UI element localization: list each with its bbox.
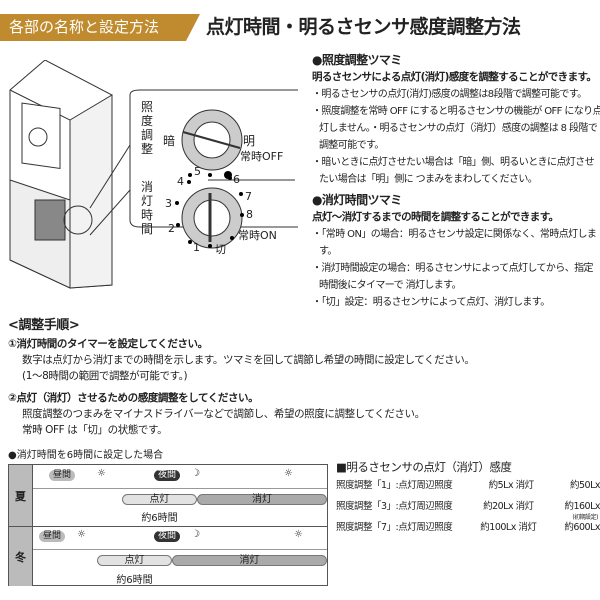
- moon-icon: ☽: [191, 468, 200, 479]
- section-heading: ●照度調整ツマミ: [312, 53, 402, 67]
- winter-label: 冬: [9, 526, 33, 586]
- sun-icon: ☼: [294, 529, 303, 540]
- day-badge: 昼間: [49, 470, 76, 481]
- dial-num-3: 3: [165, 197, 172, 210]
- sensitivity-row: 照度調整「1」:点灯周辺照度 約5Lx 消灯 約50Lx: [336, 479, 600, 492]
- off-label: 切: [215, 243, 226, 256]
- setting: 照度調整「7」:点灯周辺照度: [336, 522, 453, 533]
- day-badge: 昼間: [39, 531, 66, 542]
- dial-num-4: 4: [177, 175, 184, 188]
- device-illustration: [9, 60, 298, 289]
- on-bar: 点灯: [97, 555, 172, 566]
- bullet: ・照度調整を常時 OFF にすると明るさセンサの機能が OFF になり点灯しませ…: [312, 106, 600, 151]
- timer-dial: [181, 187, 243, 249]
- step-text: 照度調整のつまみをマイナスドライバーなどで調節し、希望の照度に調整してください。: [22, 408, 425, 420]
- sensitivity-heading: ■明るさセンサの点灯（消灯）感度: [336, 460, 512, 474]
- default-note: (初期設定): [572, 514, 598, 521]
- on-lux: 約5Lx 消灯: [488, 480, 534, 491]
- dial-num-2: 2: [168, 222, 175, 235]
- bright-label: 明: [243, 134, 256, 148]
- setting: 照度調整「1」:点灯周辺照度: [336, 480, 453, 491]
- step-text: 常時 OFF は「切」の状態です。: [22, 424, 168, 436]
- bullet: ・「常時 ON」の場合：明るさセンサ設定に関係なく、常時点灯します。: [312, 229, 597, 257]
- duration-label: 約6時間: [141, 513, 178, 524]
- dial-num-8: 8: [246, 208, 253, 221]
- sun-icon: ☼: [97, 468, 106, 479]
- on-bar: 点灯: [122, 494, 197, 505]
- sun-icon: ☼: [77, 529, 86, 540]
- timeline-grid: 夏 冬 昼間 ☼ 夜間 ☽ ☼ 点灯 消灯 約6時間 昼間 ☼ 夜間 ☽ ☼ 点…: [8, 464, 328, 586]
- lead-text: 明るさセンサによる点灯(消灯)感度を調整することができます。: [312, 71, 597, 83]
- timer-label: 消灯時間: [141, 180, 154, 236]
- dial-num-5: 5: [194, 165, 201, 178]
- dial-num-1: 1: [193, 241, 200, 254]
- step-title: ①消灯時間のタイマーを設定してください。: [8, 338, 208, 350]
- sensitivity-row: 照度調整「3」:点灯周辺照度 約20Lx 消灯 約160Lx (初期設定): [336, 500, 600, 521]
- setting: 照度調整「3」:点灯周辺照度: [336, 501, 453, 512]
- night-badge: 夜間: [154, 470, 181, 481]
- page-title: 点灯時間・明るさセンサ感度調整方法: [206, 16, 521, 38]
- bullet: ・明るさセンサの点灯(消灯)感度の調整は8段階で調整可能です。: [312, 89, 587, 100]
- off-lux: 約50Lx: [569, 480, 600, 491]
- brightness-knob-section: ●照度調整ツマミ 明るさセンサによる点灯(消灯)感度を調整することができます。 …: [312, 52, 600, 188]
- section-tag: 各部の名称と設定方法: [0, 14, 200, 41]
- off-lux: 約600Lx: [564, 522, 600, 533]
- step-text: 数字は点灯から消灯までの時間を示します。ツマミを回して調節し希望の時間に設定して…: [22, 354, 475, 366]
- procedure-heading: <調整手順>: [8, 318, 80, 333]
- step-text: (1〜8時間の範囲で調整が可能です。): [22, 370, 188, 382]
- brightness-dial: [181, 109, 243, 171]
- off-lux: 約160Lx: [564, 501, 600, 512]
- brightness-label: 照度調整: [141, 100, 154, 156]
- lead-text: 点灯〜消灯するまでの時間を調整することができます。: [312, 211, 559, 223]
- dial-num-7: 7: [245, 190, 252, 203]
- bullet: ・消灯時間設定の場合：明るさセンサによって点灯してから、指定時間後にタイマーで …: [312, 263, 594, 291]
- procedure-section: <調整手順> ①消灯時間のタイマーを設定してください。 数字は点灯から消灯までの…: [8, 318, 598, 438]
- off-bar: 消灯: [197, 494, 327, 505]
- bullet: ・暗いときに点灯させたい場合は「暗」側、明るいときに点灯させたい場合は「明」側に…: [312, 157, 595, 185]
- bullet: ・「切」設定：明るさセンサによって点灯、消灯します。: [312, 297, 550, 308]
- timeline-section: ●消灯時間を6時間に設定した場合 夏 冬 昼間 ☼ 夜間 ☽ ☼ 点灯 消灯 約…: [8, 446, 330, 586]
- on-lux: 約100Lx 消灯: [480, 522, 537, 533]
- always-on-label: 常時ON: [238, 229, 277, 242]
- timer-knob-section: ●消灯時間ツマミ 点灯〜消灯するまでの時間を調整することができます。 ・「常時 …: [312, 192, 600, 311]
- moon-icon: ☽: [191, 529, 200, 540]
- off-bar: 消灯: [172, 555, 327, 566]
- summer-label: 夏: [9, 465, 33, 526]
- section-heading: ●消灯時間ツマミ: [312, 193, 402, 207]
- dark-label: 暗: [163, 134, 176, 148]
- on-lux: 約20Lx 消灯: [483, 501, 534, 512]
- night-badge: 夜間: [154, 531, 181, 542]
- always-off-label: 常時OFF: [240, 150, 284, 163]
- sensitivity-section: ■明るさセンサの点灯（消灯）感度 照度調整「1」:点灯周辺照度 約5Lx 消灯 約5…: [336, 459, 600, 542]
- timeline-heading: ●消灯時間を6時間に設定した場合: [8, 450, 164, 461]
- dial-num-6: 6: [233, 173, 240, 186]
- sensitivity-row: 照度調整「7」:点灯周辺照度 約100Lx 消灯 約600Lx: [336, 521, 600, 534]
- sun-icon: ☼: [284, 468, 293, 479]
- step-title: ②点灯（消灯）させるための感度調整をしてください。: [8, 392, 259, 404]
- duration-label: 約6時間: [116, 575, 153, 586]
